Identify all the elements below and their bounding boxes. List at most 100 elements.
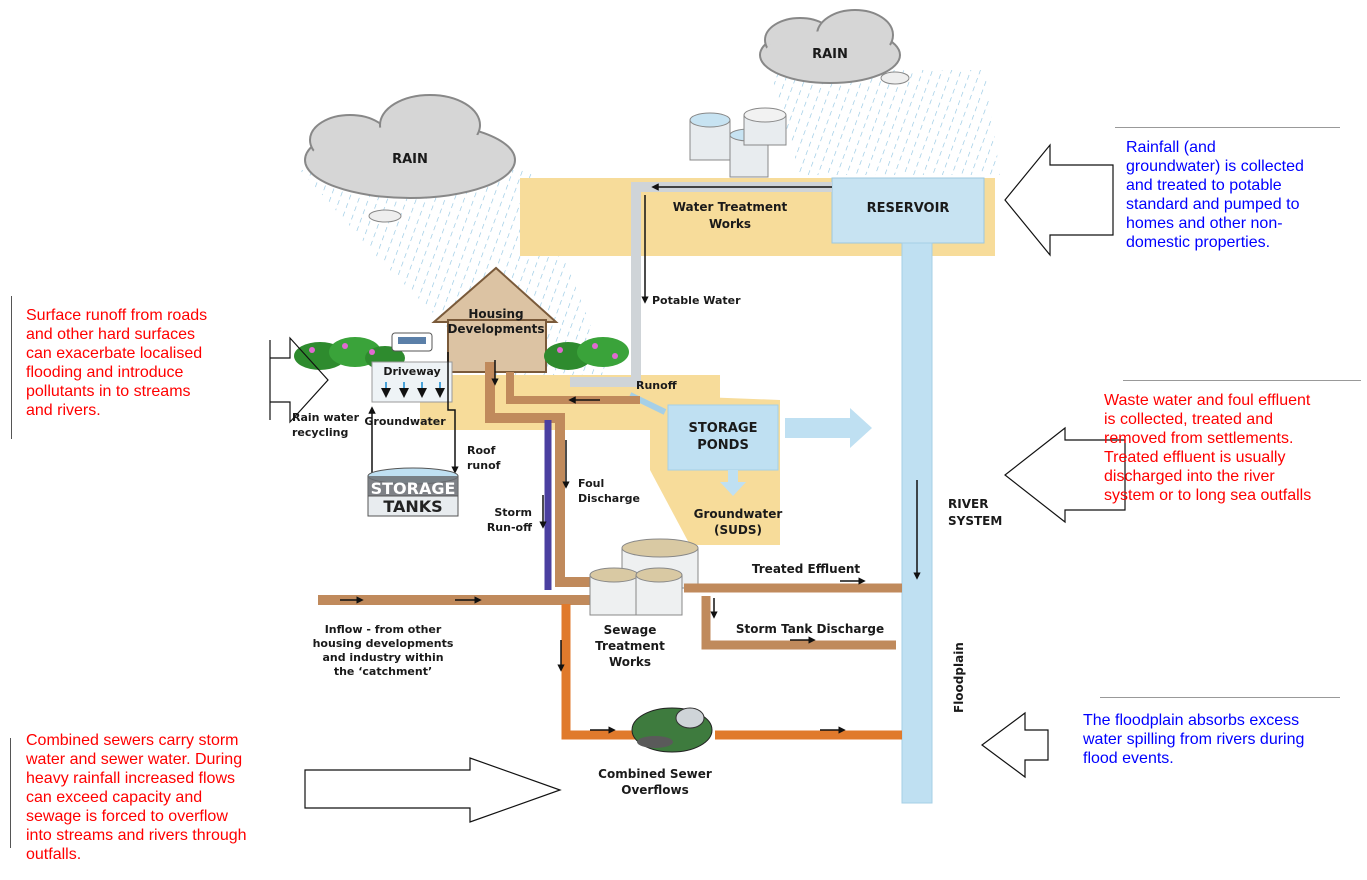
driveway-label: Driveway xyxy=(383,365,440,378)
ponds-down-arrow xyxy=(720,470,746,496)
groundwater-label: Groundwater xyxy=(364,415,446,428)
note-line: heavy rainfall increased flows xyxy=(26,770,235,787)
note-line: removed from settlements. xyxy=(1104,430,1294,447)
callout-arrow-surface-runoff-shape xyxy=(269,336,329,424)
note-line: water and sewer water. During xyxy=(26,751,243,768)
storage-tanks xyxy=(367,467,459,517)
foul-label-2: Discharge xyxy=(578,492,640,505)
roof-runoff-line xyxy=(447,352,459,474)
inflow-label-3: and industry within xyxy=(322,651,443,664)
treated-effluent-label: Treated Effluent xyxy=(752,562,860,576)
storm-tank-pipe xyxy=(701,596,896,650)
hedge-left xyxy=(294,337,405,370)
note-line: homes and other non- xyxy=(1126,215,1283,232)
callout-arrow-rainfall xyxy=(1004,143,1114,257)
hedge-right xyxy=(544,337,629,370)
groundwater-suds-label-1: Groundwater xyxy=(694,507,783,521)
cso-label-1: Combined Sewer xyxy=(598,767,712,781)
note-line: into streams and rivers through xyxy=(26,827,247,844)
note-line: Treated effluent is usually xyxy=(1104,449,1286,466)
storage-ponds-label-2: PONDS xyxy=(697,438,749,453)
roof-label-2: runof xyxy=(467,459,501,472)
note-rule-waste-water xyxy=(1123,380,1361,381)
cloud-left-label: RAIN xyxy=(392,152,428,167)
note-line: pollutants in to streams xyxy=(26,383,191,400)
note-line: Surface runoff from roads xyxy=(26,307,208,324)
note-rule-surface-runoff xyxy=(11,296,12,439)
note-rule-floodplain xyxy=(1100,697,1340,698)
foul-label-1: Foul xyxy=(578,477,604,490)
callout-arrow-waste-water xyxy=(1004,426,1126,524)
storage-tanks-label-1: STORAGE xyxy=(371,479,456,498)
reservoir-label: RESERVOIR xyxy=(867,201,950,216)
note-line: outfalls. xyxy=(26,846,82,863)
note-line: domestic properties. xyxy=(1126,234,1271,251)
inflow-label-1: Inflow - from other xyxy=(325,623,442,636)
note-floodplain: The floodplain absorbs excess water spil… xyxy=(1083,711,1358,768)
note-line: and rivers. xyxy=(26,402,101,419)
storage-ponds-label-1: STORAGE xyxy=(689,421,758,436)
housing-label-2: Developments xyxy=(447,322,544,336)
storm-tank-label: Storm Tank Discharge xyxy=(736,622,884,636)
cloud-right-label: RAIN xyxy=(812,47,848,62)
note-line: groundwater) is collected xyxy=(1126,158,1304,175)
river-label-2: SYSTEM xyxy=(948,514,1002,528)
sewage-label-1: Sewage xyxy=(604,623,657,637)
overflow-pipe xyxy=(561,604,640,740)
foul-pipe xyxy=(485,362,590,587)
inflow-label-2: housing developments xyxy=(313,637,454,650)
sewage-treatment-tanks xyxy=(589,538,699,616)
note-combined-sewers: Combined sewers carry storm water and se… xyxy=(26,731,301,864)
housing-label-1: Housing xyxy=(468,307,523,321)
note-rule-combined-sewers xyxy=(10,738,11,848)
callout-arrow-combined-sewers xyxy=(304,757,562,823)
floodplain-label: Floodplain xyxy=(952,642,966,713)
rain-area-right xyxy=(770,70,1000,175)
note-line: Rainfall (and xyxy=(1126,139,1216,156)
note-rule-rainfall xyxy=(1115,127,1340,128)
callout-arrow-floodplain xyxy=(980,711,1049,779)
infiltration-arrows xyxy=(381,382,445,398)
roof-label-1: Roof xyxy=(467,444,496,457)
storm-runoff-label-2: Run-off xyxy=(487,521,532,534)
note-rainfall: Rainfall (and groundwater) is collected … xyxy=(1126,138,1356,252)
note-line: is collected, treated and xyxy=(1104,411,1273,428)
note-waste-water: Waste water and foul effluent is collect… xyxy=(1104,391,1364,505)
note-line: flood events. xyxy=(1083,750,1174,767)
groundwater-suds-label-2: (SUDS) xyxy=(714,523,762,537)
cloud-right: RAIN xyxy=(759,9,910,85)
note-surface-runoff: Surface runoff from roads and other hard… xyxy=(26,306,266,420)
sewage-label-3: Works xyxy=(609,655,651,669)
reservoir-box xyxy=(831,177,985,244)
car xyxy=(391,332,433,352)
inflow-label-4: the ‘catchment’ xyxy=(334,665,432,678)
storage-ponds xyxy=(667,404,779,471)
water-treatment-label-2: Works xyxy=(709,217,751,231)
water-treatment-tanks xyxy=(689,107,787,178)
water-treatment-label-1: Water Treatment xyxy=(673,200,788,214)
note-line: and other hard surfaces xyxy=(26,326,195,343)
note-line: water spilling from rivers during xyxy=(1083,731,1305,748)
cso-label-2: Overflows xyxy=(621,783,688,797)
runoff-label: Runoff xyxy=(636,379,677,392)
note-line: The floodplain absorbs excess xyxy=(1083,712,1300,729)
potable-water-label: Potable Water xyxy=(652,294,741,307)
note-line: can exceed capacity and xyxy=(26,789,203,806)
river-label-1: RIVER xyxy=(948,497,988,511)
cloud-left: RAIN xyxy=(304,94,516,223)
note-line: and treated to potable xyxy=(1126,177,1282,194)
note-line: Waste water and foul effluent xyxy=(1104,392,1311,409)
storage-tanks-label-2: TANKS xyxy=(383,497,442,516)
note-line: can exacerbate localised xyxy=(26,345,203,362)
sewage-label-2: Treatment xyxy=(595,639,665,653)
ponds-outflow-arrow xyxy=(785,408,872,448)
note-line: flooding and introduce xyxy=(26,364,184,381)
sewer-outfall xyxy=(631,707,713,753)
storm-runoff-label-1: Storm xyxy=(494,506,532,519)
note-line: Combined sewers carry storm xyxy=(26,732,239,749)
note-line: discharged into the river xyxy=(1104,468,1275,485)
rain-water-label-1: Rain water xyxy=(292,411,360,424)
note-line: standard and pumped to xyxy=(1126,196,1300,213)
rain-water-label-2: recycling xyxy=(292,426,348,439)
